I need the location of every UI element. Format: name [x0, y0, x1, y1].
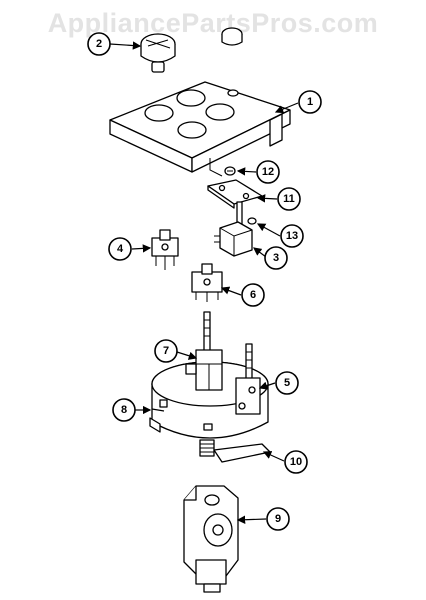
svg-text:6: 6 — [250, 289, 256, 301]
nut-part — [247, 217, 257, 225]
callout-13: 13 — [280, 224, 304, 248]
leader-lines — [109, 41, 299, 524]
callout-3: 3 — [264, 246, 288, 270]
svg-text:9: 9 — [275, 513, 281, 525]
screw-part — [224, 166, 236, 176]
svg-text:4: 4 — [117, 243, 124, 255]
svg-text:11: 11 — [283, 193, 295, 205]
callout-1: 1 — [298, 90, 322, 114]
valve-right-part — [235, 343, 261, 415]
bracket-part — [207, 179, 263, 209]
callout-12: 12 — [256, 160, 280, 184]
callout-4: 4 — [108, 237, 132, 261]
svg-text:2: 2 — [96, 38, 102, 50]
switch-part — [214, 201, 253, 257]
callout-7: 7 — [154, 339, 178, 363]
callout-10: 10 — [284, 450, 308, 474]
callout-6: 6 — [241, 283, 265, 307]
svg-text:13: 13 — [286, 230, 298, 242]
valve-cap-part — [191, 263, 223, 302]
knob-insert-part — [221, 27, 243, 46]
svg-text:7: 7 — [163, 345, 169, 357]
svg-text:8: 8 — [121, 404, 127, 416]
knob-part — [140, 33, 176, 73]
callout-11: 11 — [277, 187, 301, 211]
svg-text:1: 1 — [307, 96, 313, 108]
callout-8: 8 — [112, 398, 136, 422]
svg-text:5: 5 — [284, 377, 290, 389]
callout-9: 9 — [266, 507, 290, 531]
callout-5: 5 — [275, 371, 299, 395]
svg-text:3: 3 — [273, 252, 279, 264]
top-cover-part — [109, 81, 291, 177]
svg-text:12: 12 — [262, 166, 274, 178]
valve-switch-part — [151, 229, 179, 270]
callout-2: 2 — [87, 32, 111, 56]
svg-text:10: 10 — [290, 456, 302, 468]
regulator-part — [183, 485, 239, 593]
valve-left-part — [185, 311, 223, 391]
